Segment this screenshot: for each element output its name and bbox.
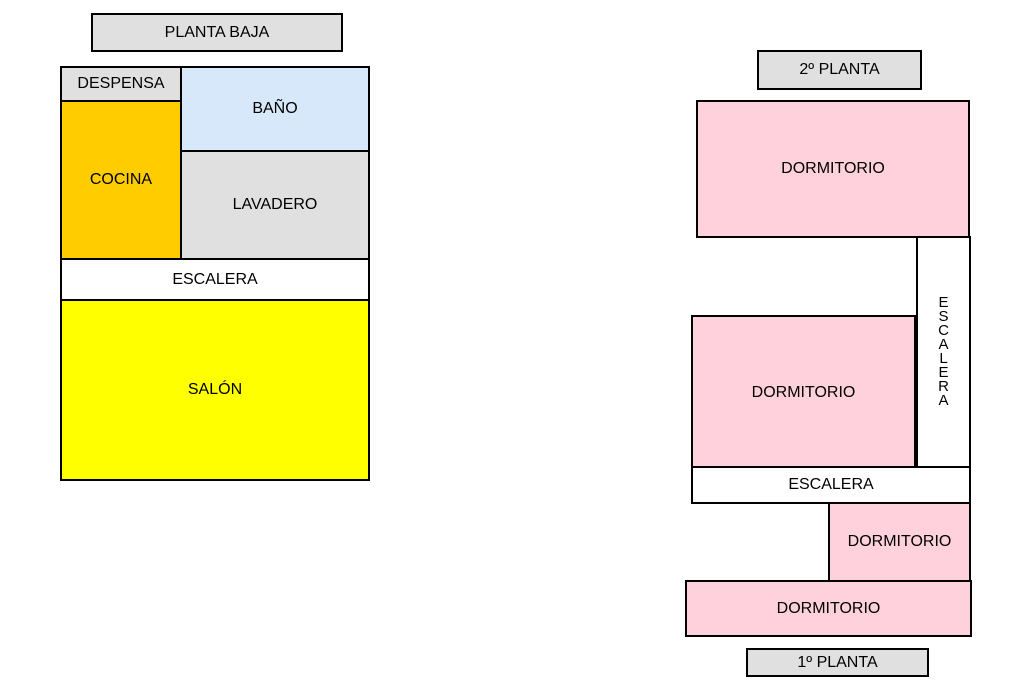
room-cocina-label: COCINA bbox=[89, 171, 153, 188]
room-salon: SALÓN bbox=[60, 299, 370, 481]
primera-planta-title-text: 1º PLANTA bbox=[797, 653, 878, 671]
primera-planta-title: 1º PLANTA bbox=[746, 648, 929, 677]
room-dormitorio-bottom-label: DORMITORIO bbox=[776, 599, 881, 617]
room-dormitorio-top: DORMITORIO bbox=[696, 100, 970, 238]
vertical-letter: S bbox=[938, 308, 949, 325]
room-dormitorio-small-label: DORMITORIO bbox=[847, 533, 952, 550]
room-dormitorio-middle: DORMITORIO bbox=[691, 315, 916, 470]
room-escalera-ground: ESCALERA bbox=[60, 258, 370, 301]
vertical-letter: E bbox=[938, 364, 949, 381]
room-escalera-horizontal-label: ESCALERA bbox=[788, 476, 874, 493]
room-escalera-ground-label: ESCALERA bbox=[172, 270, 258, 288]
vertical-letter: R bbox=[938, 378, 949, 395]
segunda-planta-title-text: 2º PLANTA bbox=[799, 61, 880, 78]
vertical-letter: E bbox=[938, 294, 949, 311]
room-lavadero: LAVADERO bbox=[180, 150, 370, 260]
room-escalera-horizontal: ESCALERA bbox=[691, 466, 971, 504]
planta-baja-title: PLANTA BAJA bbox=[91, 13, 343, 52]
vertical-letter: A bbox=[938, 392, 949, 409]
room-bano: BAÑO bbox=[180, 66, 370, 152]
room-cocina: COCINA bbox=[60, 100, 182, 260]
vertical-letter: L bbox=[939, 350, 948, 367]
segunda-planta-title: 2º PLANTA bbox=[757, 50, 922, 90]
vertical-letter: C bbox=[938, 322, 949, 339]
room-dormitorio-top-label: DORMITORIO bbox=[781, 160, 885, 177]
room-despensa: DESPENSA bbox=[60, 66, 182, 102]
room-salon-label: SALÓN bbox=[187, 381, 243, 398]
room-dormitorio-small: DORMITORIO bbox=[828, 502, 971, 582]
room-dormitorio-bottom: DORMITORIO bbox=[685, 580, 972, 637]
room-despensa-label: DESPENSA bbox=[77, 75, 165, 92]
room-bano-label: BAÑO bbox=[252, 100, 298, 117]
room-lavadero-label: LAVADERO bbox=[232, 196, 318, 213]
room-dormitorio-middle-label: DORMITORIO bbox=[751, 383, 856, 401]
vertical-letter: A bbox=[938, 336, 949, 353]
planta-baja-title-text: PLANTA BAJA bbox=[164, 23, 270, 41]
